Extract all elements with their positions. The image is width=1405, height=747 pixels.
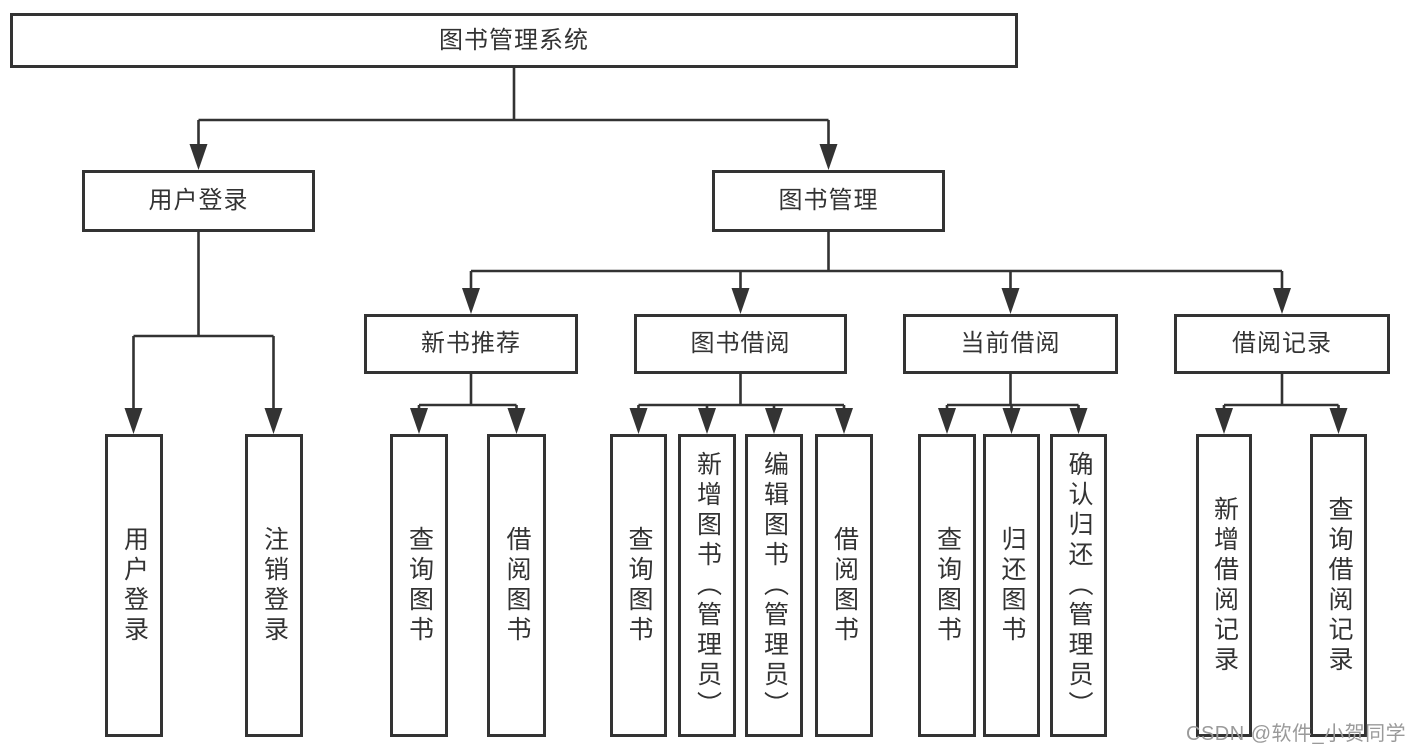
node-label: 图书借阅 [690,330,791,357]
node-label: 查询图书 [405,525,434,646]
arrowhead-icon [1001,288,1020,314]
node-book-borrow: 图书借阅 [634,314,847,374]
node-label: 查询图书 [625,525,653,646]
node-label: 查询图书 [933,525,962,646]
node-label: 图书管理系统 [439,26,589,54]
leaf-bb-edit-book: 编辑图书（管理员） [745,434,803,737]
node-label: 编辑图书（管理员） [760,450,789,721]
arrowhead-icon [189,144,208,170]
arrowhead-icon [765,408,783,434]
leaf-bb-query-book: 查询图书 [610,434,667,737]
node-label: 图书管理 [778,187,879,214]
arrowhead-icon [1069,408,1088,434]
node-label: 新书推荐 [421,330,521,357]
arrowhead-icon [264,408,283,434]
arrowhead-icon [698,408,716,434]
node-current-borrow: 当前借阅 [903,314,1118,374]
node-label: 归还图书 [998,525,1026,646]
leaf-br-add-record: 新增借阅记录 [1196,434,1252,737]
arrowhead-icon [1002,408,1021,434]
node-label: 当前借阅 [960,330,1061,357]
node-new-book-recommend: 新书推荐 [364,314,578,374]
node-label: 确认归还（管理员） [1065,450,1093,721]
arrowhead-icon [938,408,956,434]
node-label: 用户登录 [120,525,149,646]
leaf-bb-add-book: 新增图书（管理员） [678,434,736,737]
node-label: 注销登录 [260,525,289,646]
arrowhead-icon [731,288,750,314]
arrowhead-icon [819,144,838,170]
arrowhead-icon [1273,288,1291,314]
leaf-br-query-record: 查询借阅记录 [1310,434,1367,737]
arrowhead-icon [1215,408,1233,434]
node-label: 查询借阅记录 [1325,495,1353,676]
node-label: 借阅图书 [503,525,531,646]
node-label: 新增借阅记录 [1210,495,1239,676]
node-user-login: 用户登录 [82,170,315,232]
connector-stems [132,68,1340,430]
watermark: CSDN @软件_小贺同学 [1186,723,1405,745]
arrowhead-icon [124,408,143,434]
node-borrow-record: 借阅记录 [1174,314,1390,374]
leaf-bb-borrow-book: 借阅图书 [815,434,873,737]
arrowhead-icon [507,408,526,434]
node-label: 借阅图书 [830,525,859,646]
node-label: 用户登录 [148,187,249,214]
arrowhead-icon [1329,408,1348,434]
node-book-management: 图书管理 [712,170,945,232]
leaf-user-login: 用户登录 [105,434,163,737]
arrowhead-icon [462,288,480,314]
node-root: 图书管理系统 [10,13,1018,68]
arrowhead-icon [629,408,648,434]
leaf-rec-query-book: 查询图书 [390,434,448,737]
arrowhead-icon [835,408,853,434]
leaf-cb-confirm-return: 确认归还（管理员） [1050,434,1107,737]
node-label: 借阅记录 [1232,330,1332,357]
leaf-cb-query-book: 查询图书 [918,434,976,737]
leaf-logout: 注销登录 [245,434,303,737]
leaf-cb-return-book: 归还图书 [983,434,1040,737]
node-label: 新增图书（管理员） [693,450,722,721]
leaf-rec-borrow-book: 借阅图书 [487,434,546,737]
arrowhead-icon [410,408,428,434]
